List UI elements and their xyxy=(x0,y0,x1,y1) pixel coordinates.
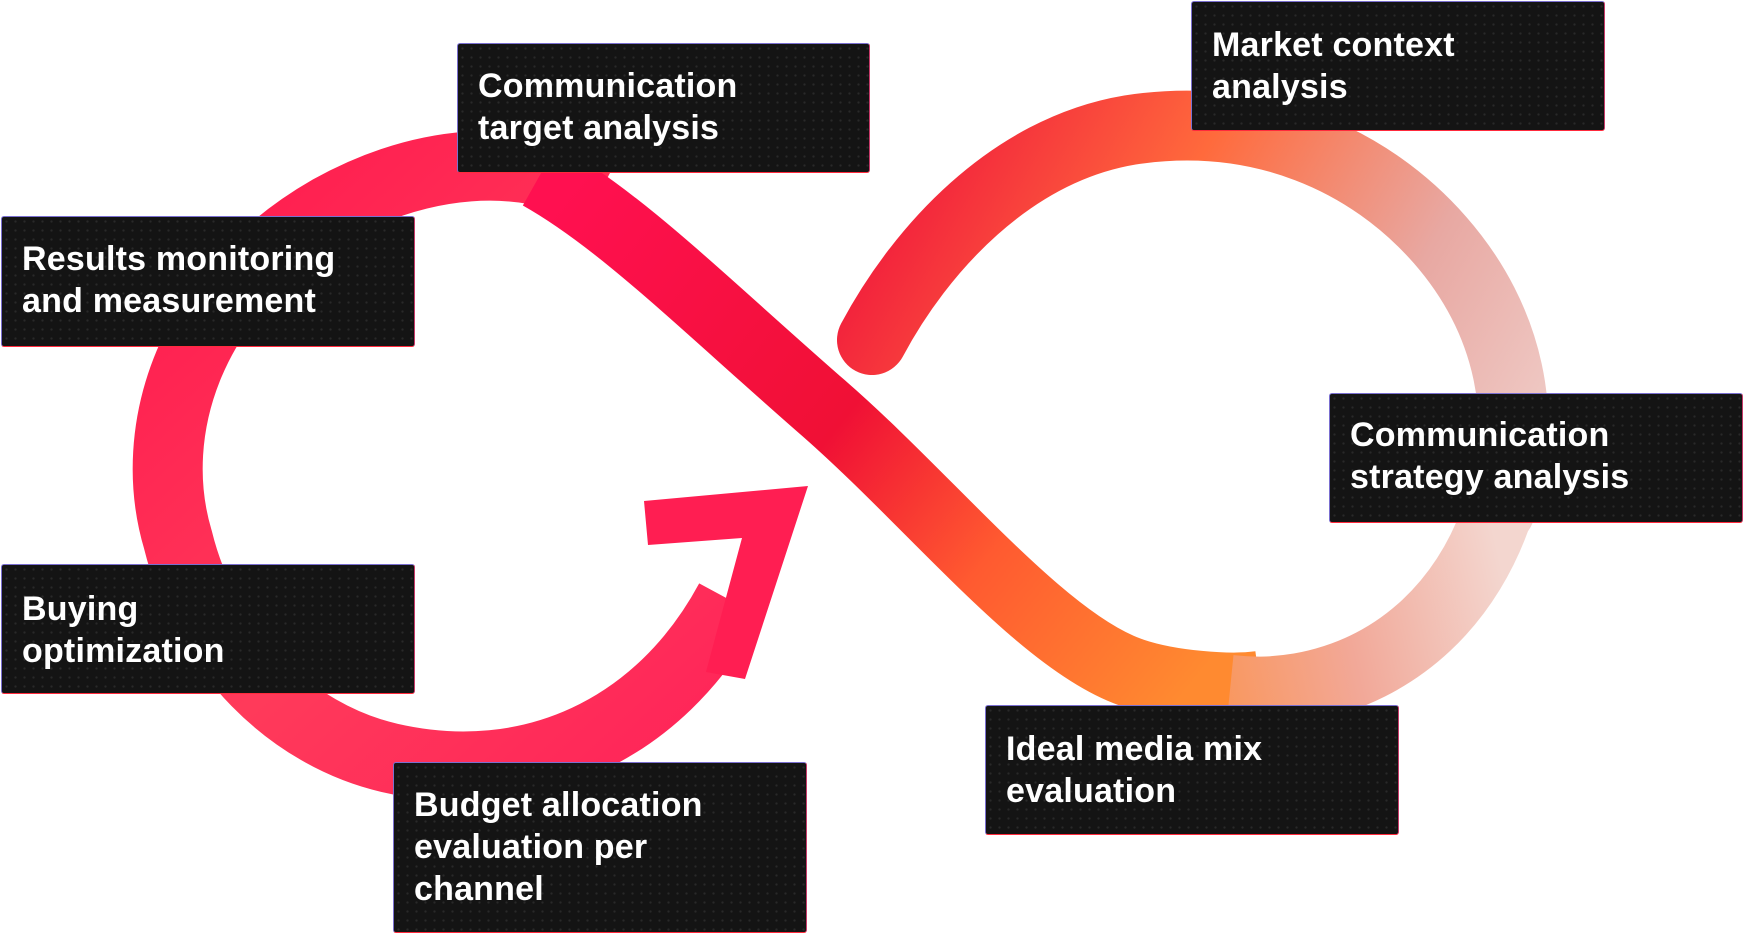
step-buying-optimization: Buying optimization xyxy=(1,564,415,694)
loop-crossing xyxy=(522,144,1265,723)
arrowhead xyxy=(644,486,808,679)
step-market-context-analysis: Market context analysis xyxy=(1191,1,1605,131)
step-budget-allocation: Budget allocation evaluation per channel xyxy=(393,762,807,933)
step-communication-target-analysis: Communication target analysis xyxy=(457,43,870,173)
step-results-monitoring: Results monitoring and measurement xyxy=(1,216,415,347)
step-communication-strategy-analysis: Communication strategy analysis xyxy=(1329,393,1743,523)
loop-right-lobe xyxy=(837,90,1549,545)
loop-left-lobe xyxy=(132,130,761,802)
step-ideal-media-mix: Ideal media mix evaluation xyxy=(985,705,1399,835)
loop-right-lower xyxy=(1226,493,1534,727)
